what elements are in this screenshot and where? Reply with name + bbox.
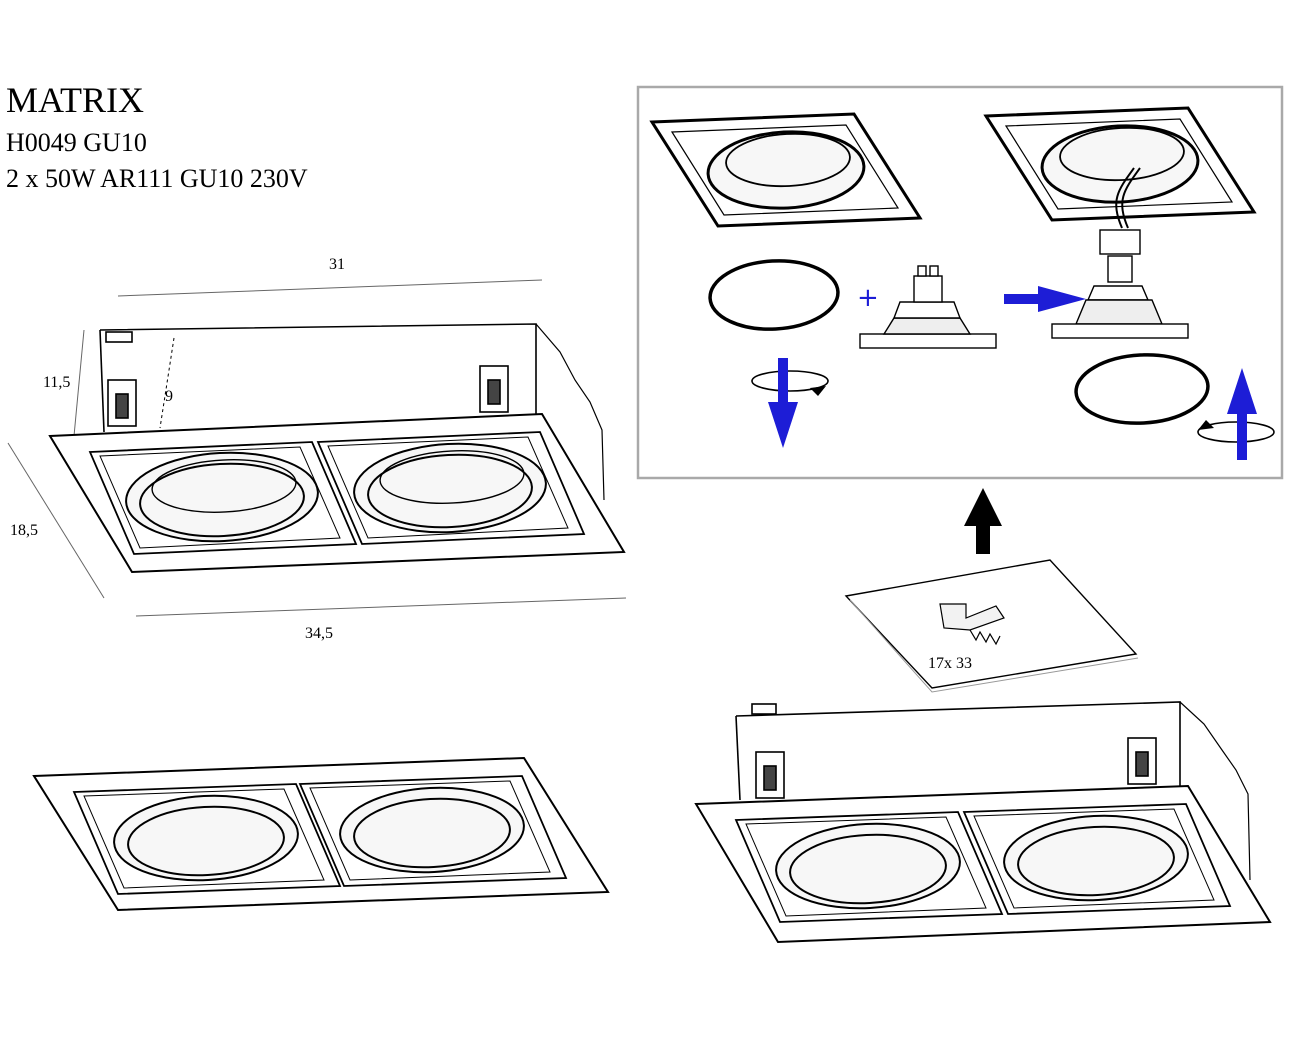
dim-line-bottom [135, 597, 627, 617]
cell-right-inner [327, 436, 569, 539]
cutout-size-label: 17x 33 [928, 655, 972, 672]
ring-left-2-outer [113, 794, 299, 882]
dim-depth-left: 11,5 [43, 374, 70, 391]
up-arrow-icon [964, 488, 1002, 554]
spring-clip-left [107, 379, 137, 427]
cell-left [88, 441, 358, 555]
installation-panel: + [636, 85, 1284, 480]
saw-icon [939, 603, 1005, 646]
clip-tab-installed [751, 703, 777, 715]
fixture-dimensioned [7, 279, 627, 617]
dim-line-side [7, 442, 105, 599]
inner-depth-line [159, 337, 175, 429]
lamp-with-socket-icon [1051, 229, 1189, 339]
step1-frame [649, 112, 923, 228]
ring-right-2-outer [339, 786, 525, 874]
cell-right-2-inner [309, 780, 551, 881]
housing-left-edge [99, 329, 105, 433]
ar111-lamp-icon [859, 265, 997, 349]
product-spec: 2 x 50W AR111 GU10 230V [6, 164, 308, 193]
cutout-template [844, 559, 1139, 693]
dim-side-depth: 18,5 [10, 522, 38, 539]
dim-inner-depth: 9 [165, 388, 173, 405]
fixture-front-view [32, 756, 610, 912]
dim-width-bottom: 34,5 [305, 625, 333, 642]
ring-right-outer [353, 442, 547, 534]
fixture-installed [694, 701, 1272, 944]
trim-ring-install [1074, 353, 1210, 425]
housing-side [535, 323, 605, 501]
ring-right-2-inner [353, 797, 511, 869]
rotate-up-arrow-icon [1197, 368, 1275, 460]
ring-left-outer [125, 451, 319, 543]
ring-left-2-inner [127, 805, 285, 877]
dim-width-top: 31 [329, 256, 345, 273]
spring-clip-installed-right [1127, 737, 1157, 785]
cell-left-2 [72, 783, 342, 895]
ring-left-top [151, 459, 297, 513]
cell-left-2-inner [83, 788, 325, 889]
cell-left-inner [99, 446, 341, 549]
clip-tab-left [105, 331, 133, 343]
ring-left-inner [139, 462, 305, 538]
spring-clip-right [479, 365, 509, 413]
rotate-down-arrow-icon [751, 358, 829, 448]
ring-right-top [379, 450, 525, 504]
product-code: H0049 GU10 [6, 128, 147, 157]
spring-clip-installed-left [755, 751, 785, 799]
product-name: MATRIX [6, 80, 145, 120]
step2-frame [983, 106, 1257, 229]
trim-ring-removed [708, 259, 840, 331]
cell-right [316, 431, 586, 545]
insert-right-arrow-icon [1004, 286, 1086, 312]
plus-icon: + [857, 283, 879, 313]
dim-line-top [117, 279, 543, 297]
cell-right-2 [298, 775, 568, 887]
ring-right-inner [367, 453, 533, 529]
dim-line-height [73, 329, 85, 437]
